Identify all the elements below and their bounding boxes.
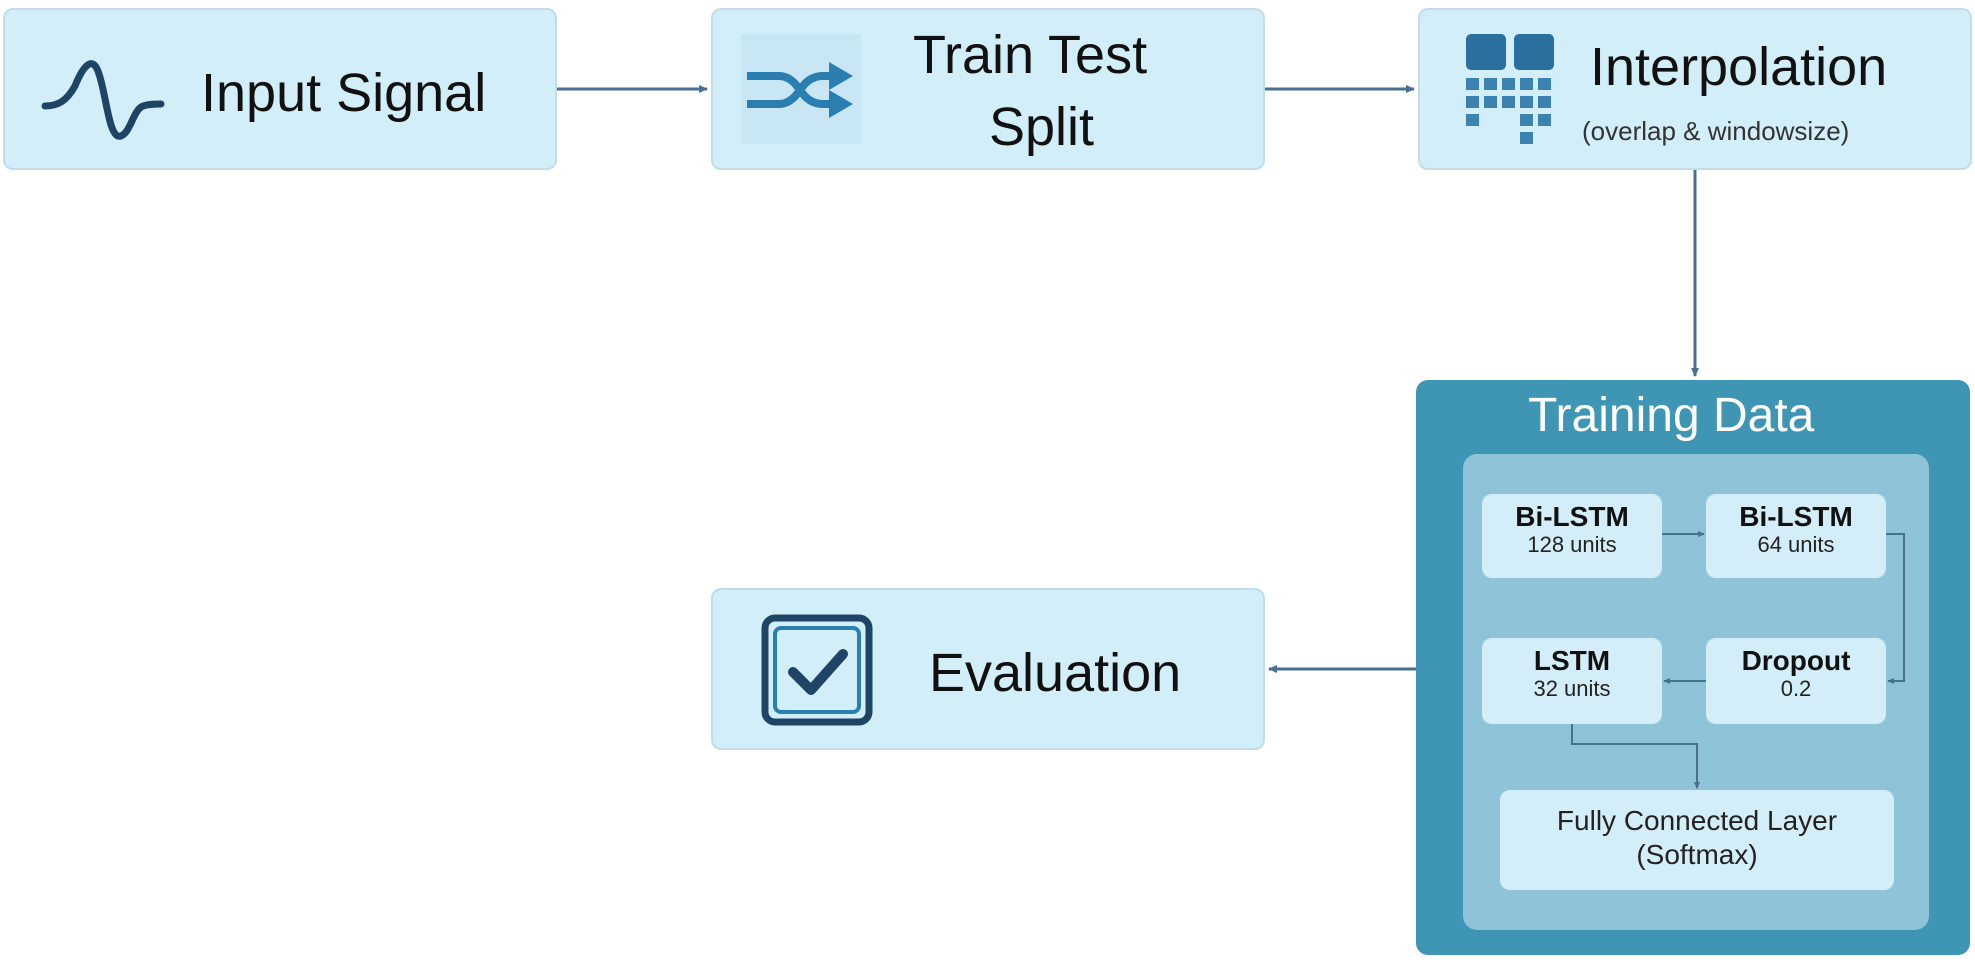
evaluation-node: Evaluation (711, 588, 1265, 750)
fc-line2: (Softmax) (1636, 839, 1758, 870)
layer-dropout: Dropout 0.2 (1706, 638, 1886, 724)
interpolation-sublabel: (overlap & windowsize) (1582, 116, 1850, 146)
train-test-split-node: Train Test Split (711, 8, 1265, 170)
shuffle-split-icon (741, 34, 861, 144)
input-signal-label: Input Signal (201, 63, 487, 123)
grid-blocks-icon (1466, 34, 1554, 144)
layer-bi-lstm-128: Bi-LSTM 128 units (1482, 494, 1662, 578)
layer-name: Bi-LSTM (1515, 501, 1629, 532)
layer-name: Bi-LSTM (1739, 501, 1853, 532)
checkbox-icon (761, 614, 873, 726)
evaluation-label: Evaluation (929, 643, 1182, 703)
layer-name: Dropout (1741, 645, 1851, 676)
interpolation-node: Interpolation (overlap & windowsize) (1418, 8, 1972, 170)
layer-detail: 32 units (1533, 676, 1611, 701)
train-test-split-label-line1: Train Test (913, 25, 1148, 85)
layer-bi-lstm-64: Bi-LSTM 64 units (1706, 494, 1886, 578)
input-signal-node: Input Signal (3, 8, 557, 170)
layer-fully-connected: Fully Connected Layer (Softmax) (1500, 790, 1894, 890)
train-test-split-label-line2: Split (989, 97, 1095, 157)
waveform-icon (41, 60, 165, 140)
layer-detail: 128 units (1527, 532, 1617, 557)
layer-detail: 0.2 (1780, 676, 1812, 701)
layer-lstm-32: LSTM 32 units (1482, 638, 1662, 724)
training-data-title: Training Data (1528, 389, 1815, 442)
fc-line1: Fully Connected Layer (1556, 805, 1838, 836)
interpolation-label: Interpolation (1590, 37, 1888, 97)
arrow-lstm-to-fc (1571, 724, 1700, 789)
arrow-bilstm64-to-dropout (1886, 533, 1905, 684)
layer-detail: 64 units (1757, 532, 1835, 557)
layer-name: LSTM (1533, 645, 1611, 676)
